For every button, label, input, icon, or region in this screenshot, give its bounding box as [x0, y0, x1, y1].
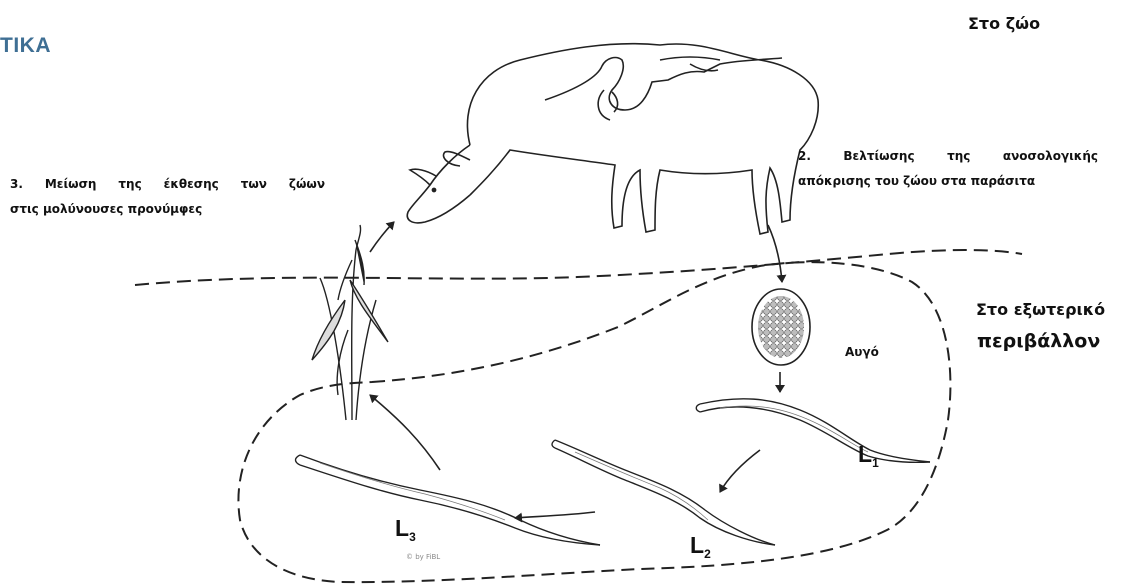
environment-heading-line2: περιβάλλον [977, 330, 1100, 352]
stage-letter: L [395, 515, 409, 541]
copyright-credit: © by FiBL [406, 553, 440, 561]
cut-off-heading-fragment: TIKA [0, 34, 51, 58]
larva-L2 [552, 440, 775, 545]
larva-L1 [696, 399, 930, 463]
environment-boundary [238, 262, 950, 582]
cycle-arrows [370, 222, 782, 518]
sheep-illustration [407, 44, 818, 234]
stage-label-l2: L2 [690, 532, 711, 561]
grass-blades [312, 225, 388, 420]
note-number: 2. [798, 149, 811, 163]
stage-letter: L [690, 532, 704, 558]
ground-line [135, 250, 1022, 285]
note-line1: Μείωση της έκθεσης των ζώων [45, 177, 325, 191]
note-line2: στις μολύνουσες προνύμφες [10, 197, 325, 222]
note-line1: Βελτίωσης της ανοσολογικής [843, 149, 1098, 163]
stage-number: 1 [872, 456, 879, 470]
egg-illustration [752, 289, 810, 365]
note-reduce-exposure: 3. Μείωση της έκθεσης των ζώων στις μολύ… [10, 172, 325, 222]
animal-heading: Στο ζώο [968, 14, 1040, 33]
stage-label-l3: L3 [395, 515, 416, 544]
stage-number: 2 [704, 547, 711, 561]
larva-L3 [296, 455, 601, 545]
environment-heading-line1: Στο εξωτερικό [976, 300, 1105, 319]
stage-number: 3 [409, 530, 416, 544]
egg-label: Αυγό [845, 345, 879, 359]
note-number: 3. [10, 177, 23, 191]
stage-label-l1: L1 [858, 441, 879, 470]
note-improve-immunity: 2. Βελτίωσης της ανοσολογικής απόκρισης … [798, 144, 1098, 194]
note-line2: απόκρισης του ζώου στα παράσιτα [798, 169, 1098, 194]
stage-letter: L [858, 441, 872, 467]
